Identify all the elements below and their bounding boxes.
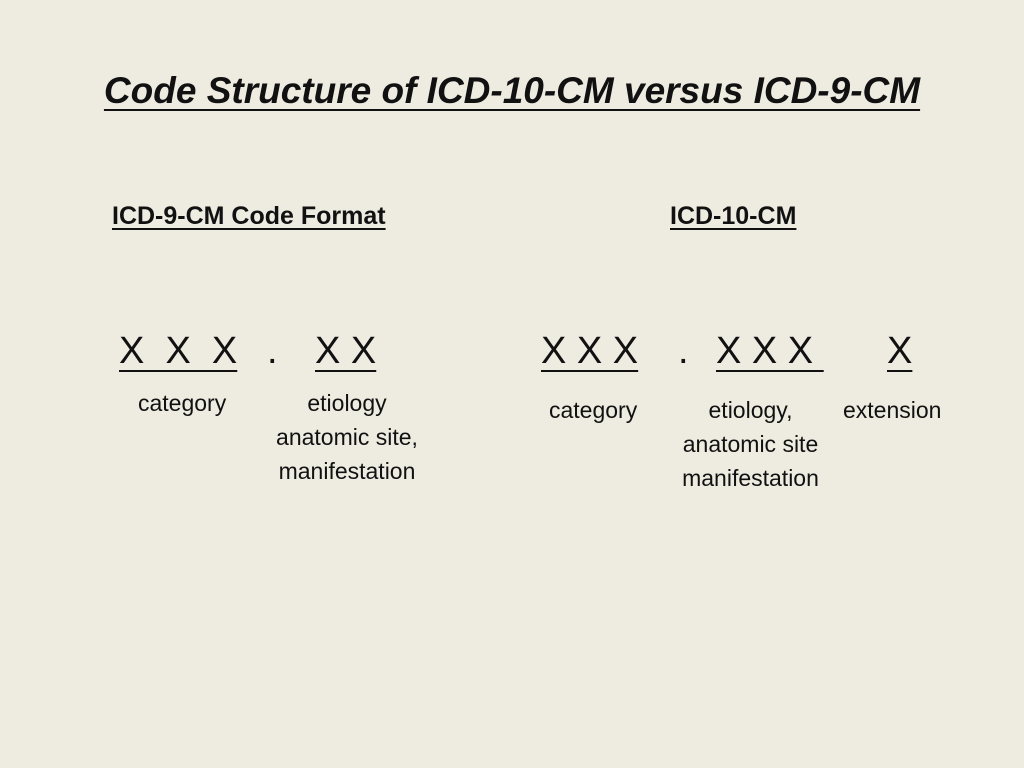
icd9-detail-label: etiology anatomic site, manifestation xyxy=(262,386,432,488)
icd9-category-label: category xyxy=(138,390,227,416)
icd10-detail-line: etiology, xyxy=(708,397,793,423)
icd9-detail-line: anatomic site, xyxy=(276,424,418,450)
icd10-dot: . xyxy=(678,330,689,372)
icd10-subcategory-code: X X X xyxy=(716,330,824,372)
icd9-category-code: X X X xyxy=(119,330,238,372)
slide-title-text: Code Structure of ICD-10-CM versus ICD-9… xyxy=(103,70,921,111)
icd9-detail-line: etiology xyxy=(307,390,387,416)
icd10-category-code: X X X xyxy=(541,330,639,372)
icd10-heading: ICD-10-CM xyxy=(670,202,797,230)
icd9-subcategory-code: X X xyxy=(315,330,377,372)
slide-title: Code Structure of ICD-10-CM versus ICD-9… xyxy=(0,70,1024,112)
icd10-detail-line: anatomic site xyxy=(682,431,819,457)
icd9-detail-line: manifestation xyxy=(278,458,416,484)
icd9-dot: . xyxy=(267,330,278,372)
icd10-category-label: category xyxy=(549,397,638,423)
icd9-heading: ICD-9-CM Code Format xyxy=(112,202,386,230)
icd10-extension-label: extension xyxy=(843,397,942,423)
icd10-extension-code: X xyxy=(887,330,913,372)
icd10-detail-line: manifestation xyxy=(682,465,819,491)
icd10-detail-label: etiology, anatomic site manifestation xyxy=(668,393,833,495)
